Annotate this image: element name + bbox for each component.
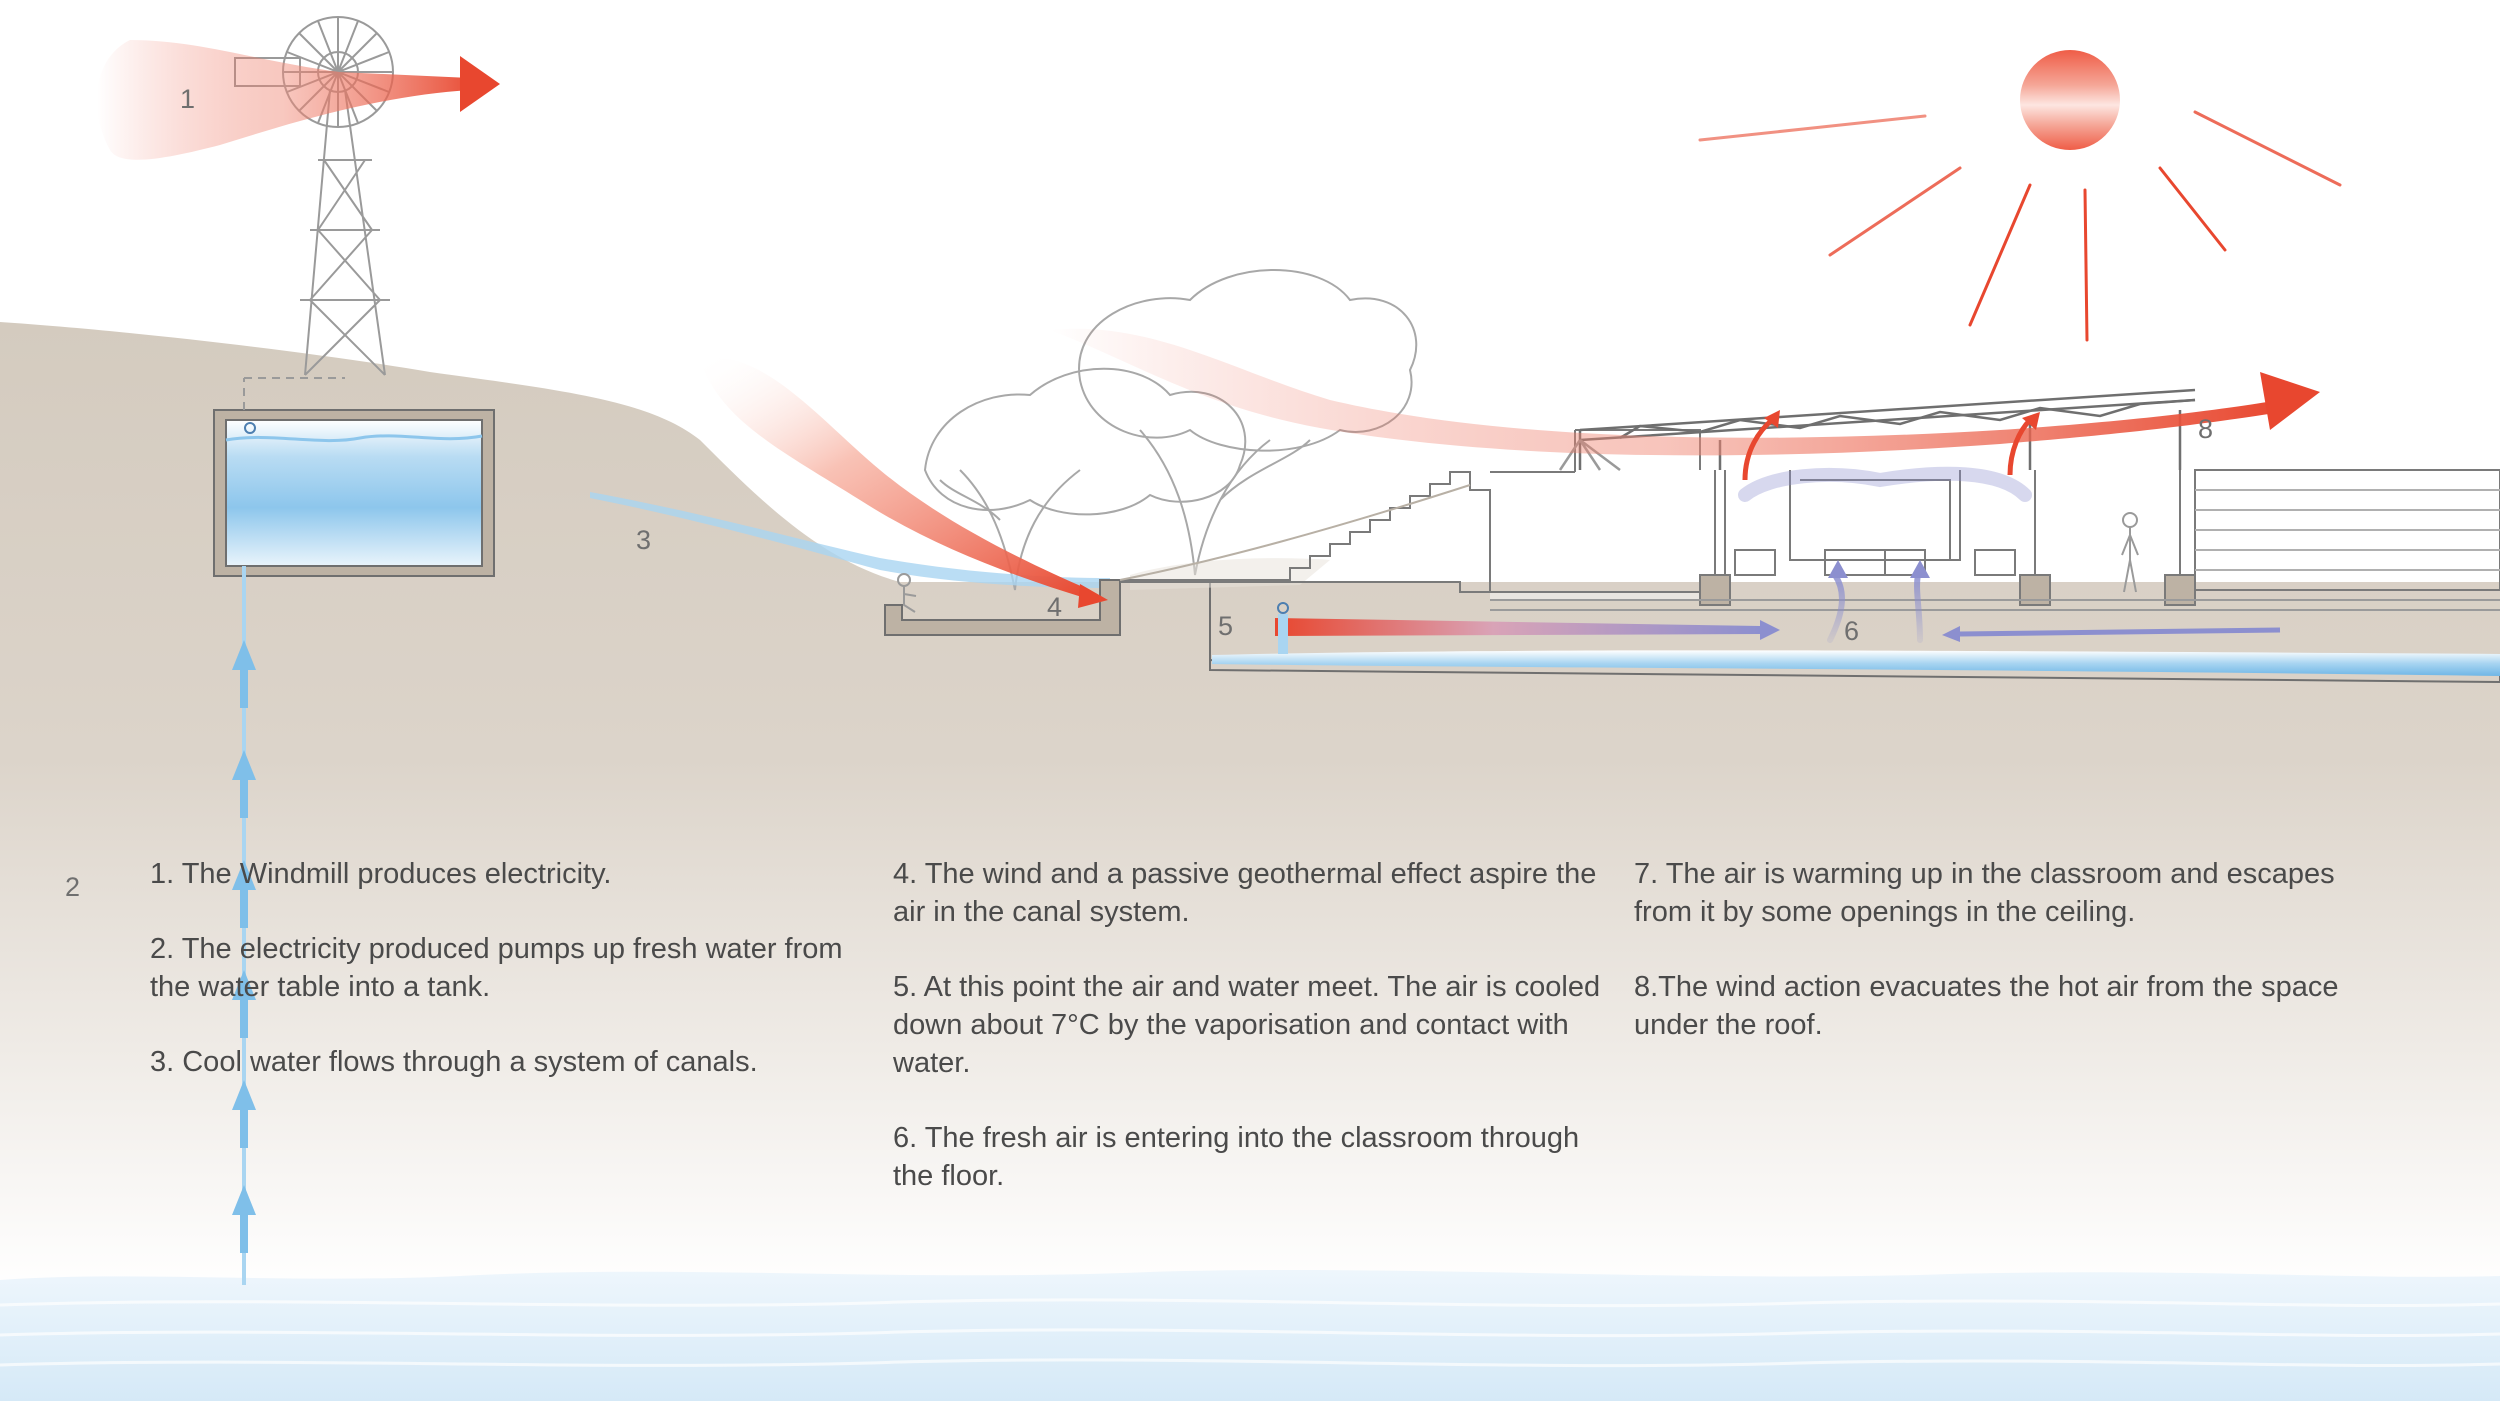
marker-3: 3 xyxy=(636,525,651,555)
note-2: 2. The electricity produced pumps up fre… xyxy=(150,933,843,1003)
marker-6: 6 xyxy=(1844,616,1859,646)
water-tank-icon xyxy=(213,409,495,577)
wind-arrow-4 xyxy=(700,358,1108,608)
wind-arrow-8 xyxy=(1050,328,2320,456)
water-drip xyxy=(1277,602,1289,654)
water-table xyxy=(0,1269,2500,1401)
note-8: 8.The wind action evacuates the hot air … xyxy=(1634,971,2339,1041)
note-7: 7. The air is warming up in the classroo… xyxy=(1634,858,2335,928)
person-icon-2 xyxy=(2121,512,2139,593)
wind-arrow-1 xyxy=(96,40,500,160)
sun-icon xyxy=(1698,50,2342,342)
marker-5: 5 xyxy=(1218,611,1233,641)
notes-column-1: 1. The Windmill produces electricity. 2.… xyxy=(150,855,870,1118)
basin-4 xyxy=(884,579,1121,636)
warm-air-arrows xyxy=(1742,410,2040,481)
note-3: 3. Cool water flows through a system of … xyxy=(150,1046,758,1078)
marker-2: 2 xyxy=(65,872,80,902)
water-table-ripples xyxy=(0,1298,2500,1368)
marker-8: 8 xyxy=(2198,414,2213,444)
note-1: 1. The Windmill produces electricity. xyxy=(150,858,612,890)
person-icon xyxy=(897,573,917,613)
terrace-steps xyxy=(1119,471,1491,593)
note-6: 6. The fresh air is entering into the cl… xyxy=(893,1122,1580,1192)
notes-column-2: 4. The wind and a passive geothermal eff… xyxy=(893,855,1613,1232)
marker-4: 4 xyxy=(1047,592,1062,622)
marker-1: 1 xyxy=(180,84,195,114)
cool-air-arrows xyxy=(1738,466,2032,643)
note-5: 5. At this point the air and water meet.… xyxy=(893,971,1601,1079)
classroom-building xyxy=(1490,429,2500,611)
water-up-arrows xyxy=(232,640,256,1253)
note-4: 4. The wind and a passive geothermal eff… xyxy=(893,858,1597,928)
notes-column-3: 7. The air is warming up in the classroo… xyxy=(1634,855,2354,1081)
canal-air-flow xyxy=(1275,618,2281,642)
ground xyxy=(0,322,2500,1290)
